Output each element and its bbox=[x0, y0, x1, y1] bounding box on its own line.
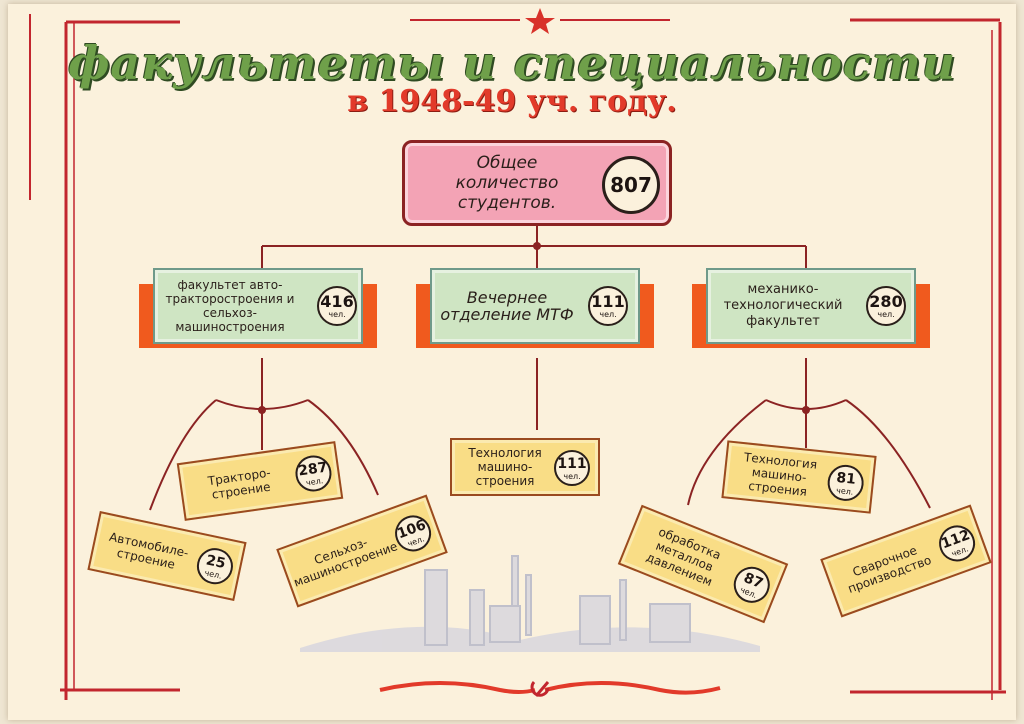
specialty-badge: 111 чел. bbox=[554, 450, 590, 486]
page-subtitle: в 1948-49 уч. году. bbox=[347, 84, 677, 119]
faculty-unit: чел. bbox=[877, 309, 895, 319]
specialty-label: Автомобиле-строение bbox=[108, 529, 190, 572]
specialty-badge: 81 чел. bbox=[825, 463, 866, 503]
faculty-label: факультет авто-тракторостроения и сельхо… bbox=[165, 278, 295, 334]
specialty-unit: чел. bbox=[563, 471, 581, 481]
specialty-unit: чел. bbox=[305, 475, 324, 488]
total-students-box: Общее количество студентов. bbox=[402, 140, 672, 226]
page-title: факультеты и специальности bbox=[67, 36, 957, 90]
specialty-mech-tech-evening: Технология машино-строения 111 чел. bbox=[450, 438, 600, 496]
faculty-label: Вечернее отделение МТФ bbox=[440, 288, 574, 324]
faculty-unit: чел. bbox=[328, 309, 346, 319]
faculty-unit: чел. bbox=[599, 309, 617, 319]
star-icon bbox=[525, 8, 555, 34]
faculty-label: механико-технологический факультет bbox=[723, 282, 843, 329]
faculty-badge: 280 чел. bbox=[866, 286, 906, 326]
total-students-badge: 807 bbox=[602, 156, 660, 214]
faculty-panel: Вечернее отделение МТФ bbox=[430, 268, 640, 344]
specialty-count: 111 bbox=[557, 455, 587, 472]
specialty-label: Технология машино-строения bbox=[743, 450, 818, 499]
total-students-count: 807 bbox=[610, 173, 652, 197]
specialty-unit: чел. bbox=[835, 485, 854, 497]
faculty-count: 416 bbox=[320, 291, 354, 311]
faculty-auto-tractor: факультет авто-тракторостроения и сельхо… bbox=[139, 268, 377, 348]
specialty-badge: 287 чел. bbox=[293, 453, 334, 494]
faculty-count: 280 bbox=[869, 291, 903, 311]
total-students-label: Общее количество студентов. bbox=[455, 153, 559, 213]
specialty-label: Тракторо-строение bbox=[206, 465, 272, 502]
specialty-label: Технология машино-строения bbox=[468, 446, 542, 488]
faculty-badge: 416 чел. bbox=[317, 286, 357, 326]
specialty-badge: 25 чел. bbox=[193, 544, 237, 588]
faculty-badge: 111 чел. bbox=[588, 286, 628, 326]
hammer-sickle-icon bbox=[530, 681, 550, 697]
faculty-evening-mtf: Вечернее отделение МТФ 111 чел. bbox=[416, 268, 654, 348]
faculty-count: 111 bbox=[591, 291, 625, 311]
faculty-mech-tech: механико-технологический факультет 280 ч… bbox=[692, 268, 930, 348]
